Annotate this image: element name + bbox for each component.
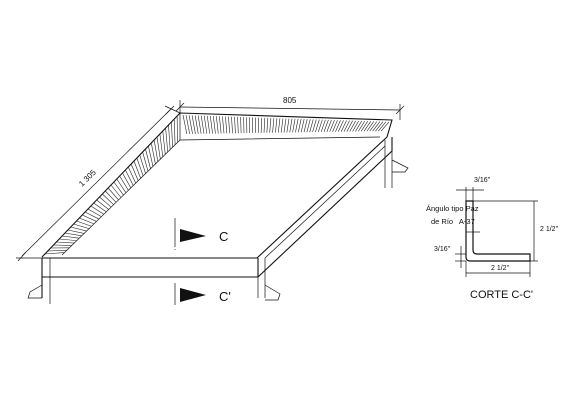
section-arrow-upper: [180, 229, 206, 242]
angle-note-line2: de Río A-37: [431, 217, 475, 226]
dim-length-label: 1 305: [77, 168, 98, 189]
section-arrow-lower: [180, 288, 206, 302]
section-label-lower: C': [219, 289, 231, 304]
angle-frame: [27, 112, 409, 304]
dimension-width: 805: [175, 96, 405, 120]
dim-leg-horizontal: 2 1/2": [491, 265, 510, 272]
section-label-upper: C: [219, 229, 228, 244]
dim-thickness-side: 3/16": [434, 246, 451, 253]
angle-note-line1: Ángulo tipo Paz: [426, 204, 479, 213]
hatch-left: [44, 115, 178, 255]
dimension-length: 1 305: [16, 105, 181, 262]
dim-leg-vertical: 2 1/2": [540, 226, 559, 233]
hatch-top: [182, 115, 390, 135]
detail-title: CORTE C-C': [470, 289, 533, 301]
dim-thickness-top: 3/16": [474, 177, 491, 184]
angle-section-detail: 3/16" 3/16" 2 1/2" 2 1/2" Ángulo tipo Pa…: [426, 177, 559, 301]
angle-profile: [465, 200, 531, 262]
dim-width-label: 805: [283, 96, 297, 105]
section-line: C C': [174, 218, 231, 305]
